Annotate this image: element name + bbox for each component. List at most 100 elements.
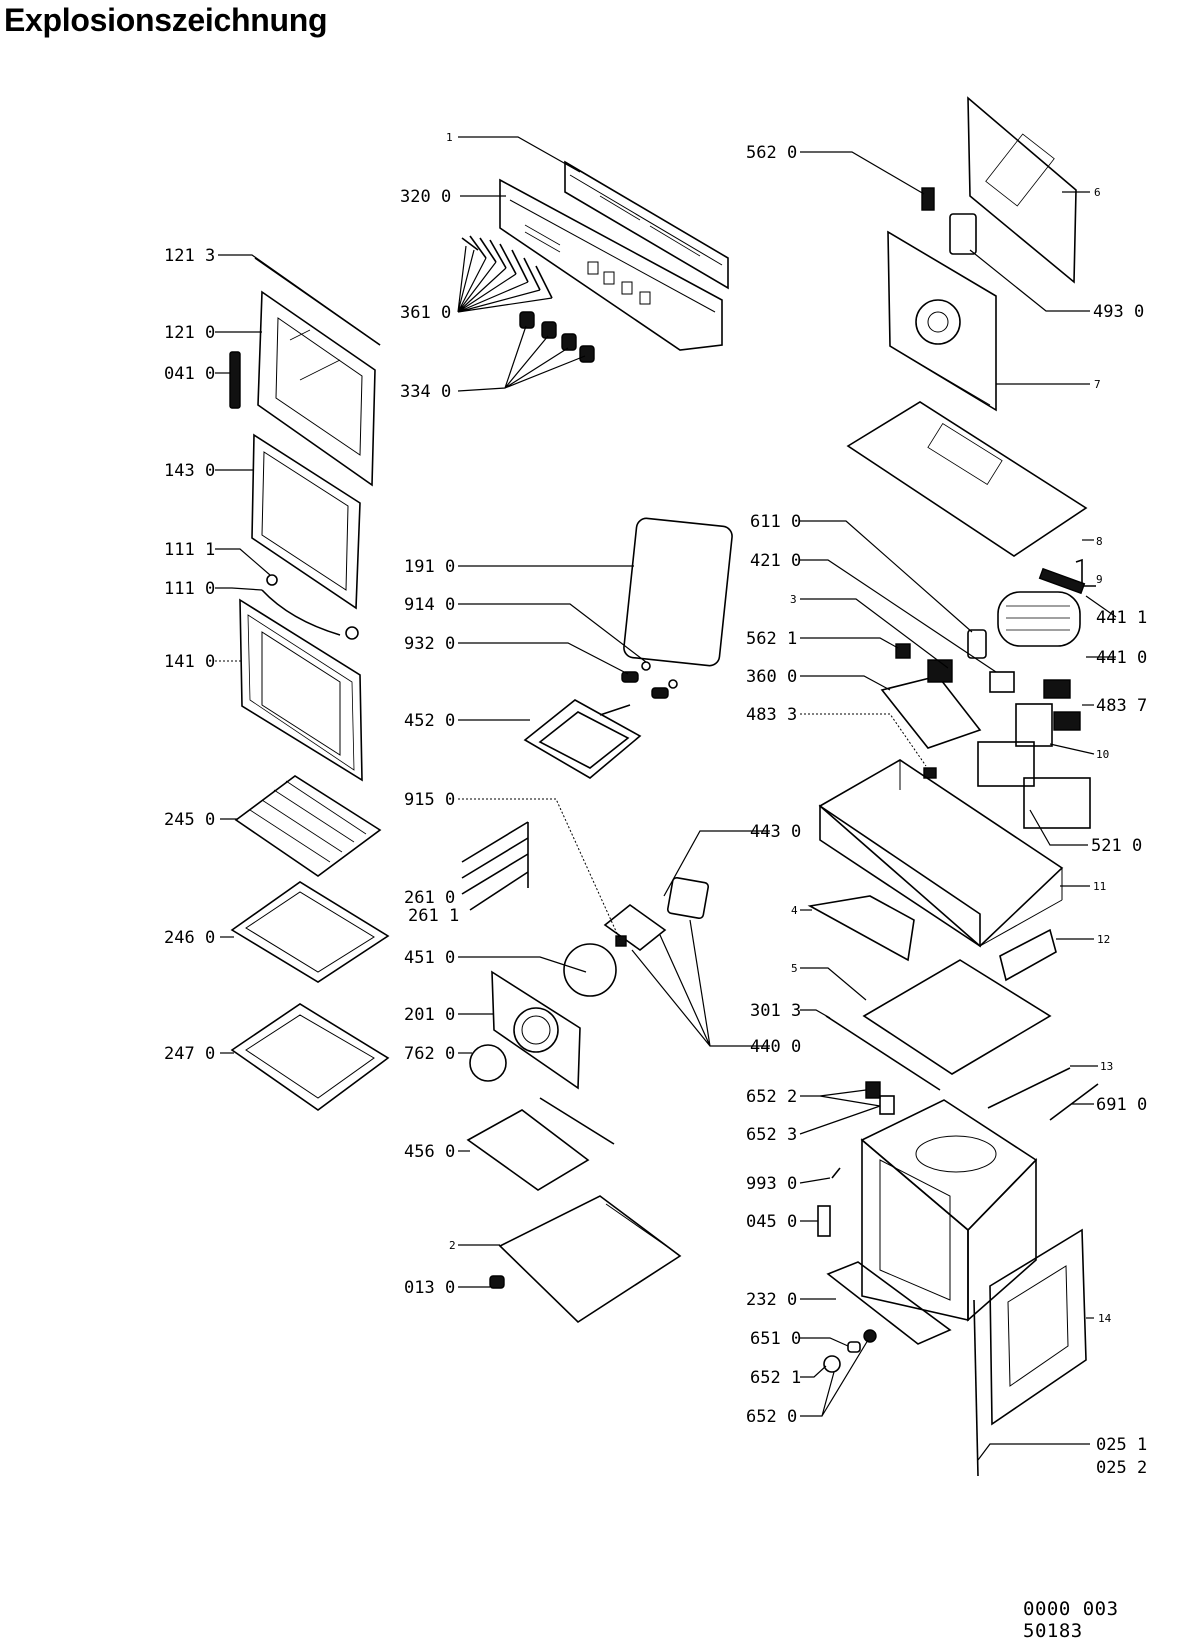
label-914-0: 914 0 [404,595,455,615]
bottom-element [466,1097,615,1191]
fan-cover [491,970,581,1090]
label-7: 7 [1094,378,1101,391]
label-261-0: 261 0 [404,888,455,908]
cover-plate [469,1044,507,1082]
label-456-0: 456 0 [404,1142,455,1162]
rear-wall [887,230,997,412]
label-13: 13 [1100,1060,1113,1073]
deep-tray [230,1003,390,1111]
label-652-2: 652 2 [746,1087,797,1107]
drawing-number: 0000 003 50183 [1023,1598,1119,1642]
clip-holder [879,1095,895,1115]
lamp-assembly [621,661,678,699]
side-rails [461,821,529,911]
label-301-3: 301 3 [750,1001,801,1021]
label-11: 11 [1093,880,1106,893]
circular-element [563,943,617,997]
part-labels: 1 320 0 361 0 334 0 121 3 121 0 041 0 14… [164,131,1147,1478]
label-14: 14 [1098,1312,1112,1325]
grill-element [523,699,642,779]
rod [987,1067,1071,1109]
label-452-0: 452 0 [404,711,455,731]
foot [489,1275,505,1289]
label-443-0: 443 0 [750,822,801,842]
fan-motor [603,876,710,952]
label-932-0: 932 0 [404,634,455,654]
door-seal [623,517,733,667]
label-245-0: 245 0 [164,810,215,830]
side-panel [807,895,915,962]
label-651-0: 651 0 [750,1329,801,1349]
label-025-2: 025 2 [1096,1458,1147,1478]
label-993-0: 993 0 [746,1174,797,1194]
label-261-1: 261 1 [408,906,459,926]
label-493-0: 493 0 [1093,302,1144,322]
door-frame [257,290,376,487]
door-hinge-bracket [229,351,241,409]
outer-door-glass [239,598,363,782]
knob-spindles [461,235,553,299]
label-121-3: 121 3 [164,246,215,266]
control-panel-fascia [499,178,723,351]
label-483-3: 483 3 [746,705,797,725]
top-cover [846,401,1088,557]
label-451-0: 451 0 [404,948,455,968]
small-bracket [1075,558,1096,587]
bracket [921,187,935,211]
label-10: 10 [1096,748,1109,761]
label-246-0: 246 0 [164,928,215,948]
label-1: 1 [446,131,453,144]
screw [831,1167,841,1179]
cover-strip [999,928,1057,982]
label-191-0: 191 0 [404,557,455,577]
label-247-0: 247 0 [164,1044,215,1064]
label-652-1: 652 1 [750,1368,801,1388]
sensor [1049,1083,1099,1121]
label-562-0: 562 0 [746,143,797,163]
label-111-0: 111 0 [164,579,215,599]
label-045-0: 045 0 [746,1212,797,1232]
door-catch [817,1205,831,1237]
insulation-plate [862,959,1052,1075]
label-320-0: 320 0 [400,187,451,207]
page-title: Explosionszeichnung [4,2,328,38]
label-421-0: 421 0 [750,551,801,571]
base-plate [498,1195,682,1324]
oven-cavity [860,1099,1038,1322]
label-4: 4 [791,904,798,917]
label-334-0: 334 0 [400,382,451,402]
label-5: 5 [791,962,798,975]
label-121-0: 121 0 [164,323,215,343]
transformer [949,213,977,255]
label-652-3: 652 3 [746,1125,797,1145]
control-panel-trim [564,160,729,290]
label-440-0: 440 0 [750,1037,801,1057]
label-025-1: 025 1 [1096,1435,1147,1455]
label-8: 8 [1096,535,1103,548]
bottom-rail [826,1261,952,1345]
baking-tray [230,881,390,983]
wire-shelf [234,775,382,877]
back-panel [967,96,1077,284]
leader-lines [215,136,1117,1461]
label-521-0: 521 0 [1091,836,1142,856]
label-652-0: 652 0 [746,1407,797,1427]
label-483-7: 483 7 [1096,696,1147,716]
label-762-0: 762 0 [404,1044,455,1064]
tangential-fan [997,567,1086,647]
inner-glass-panel [251,433,361,610]
door-handle [261,574,359,640]
label-013-0: 013 0 [404,1278,455,1298]
electronics-module [880,643,1091,829]
label-360-0: 360 0 [746,667,797,687]
label-9: 9 [1096,573,1103,586]
label-141-0: 141 0 [164,652,215,672]
label-232-0: 232 0 [746,1290,797,1310]
side-strip [973,1299,979,1477]
label-915-0: 915 0 [404,790,455,810]
label-3: 3 [790,593,797,606]
label-201-0: 201 0 [404,1005,455,1025]
lamp-holder [863,1329,877,1343]
label-6: 6 [1094,186,1101,199]
